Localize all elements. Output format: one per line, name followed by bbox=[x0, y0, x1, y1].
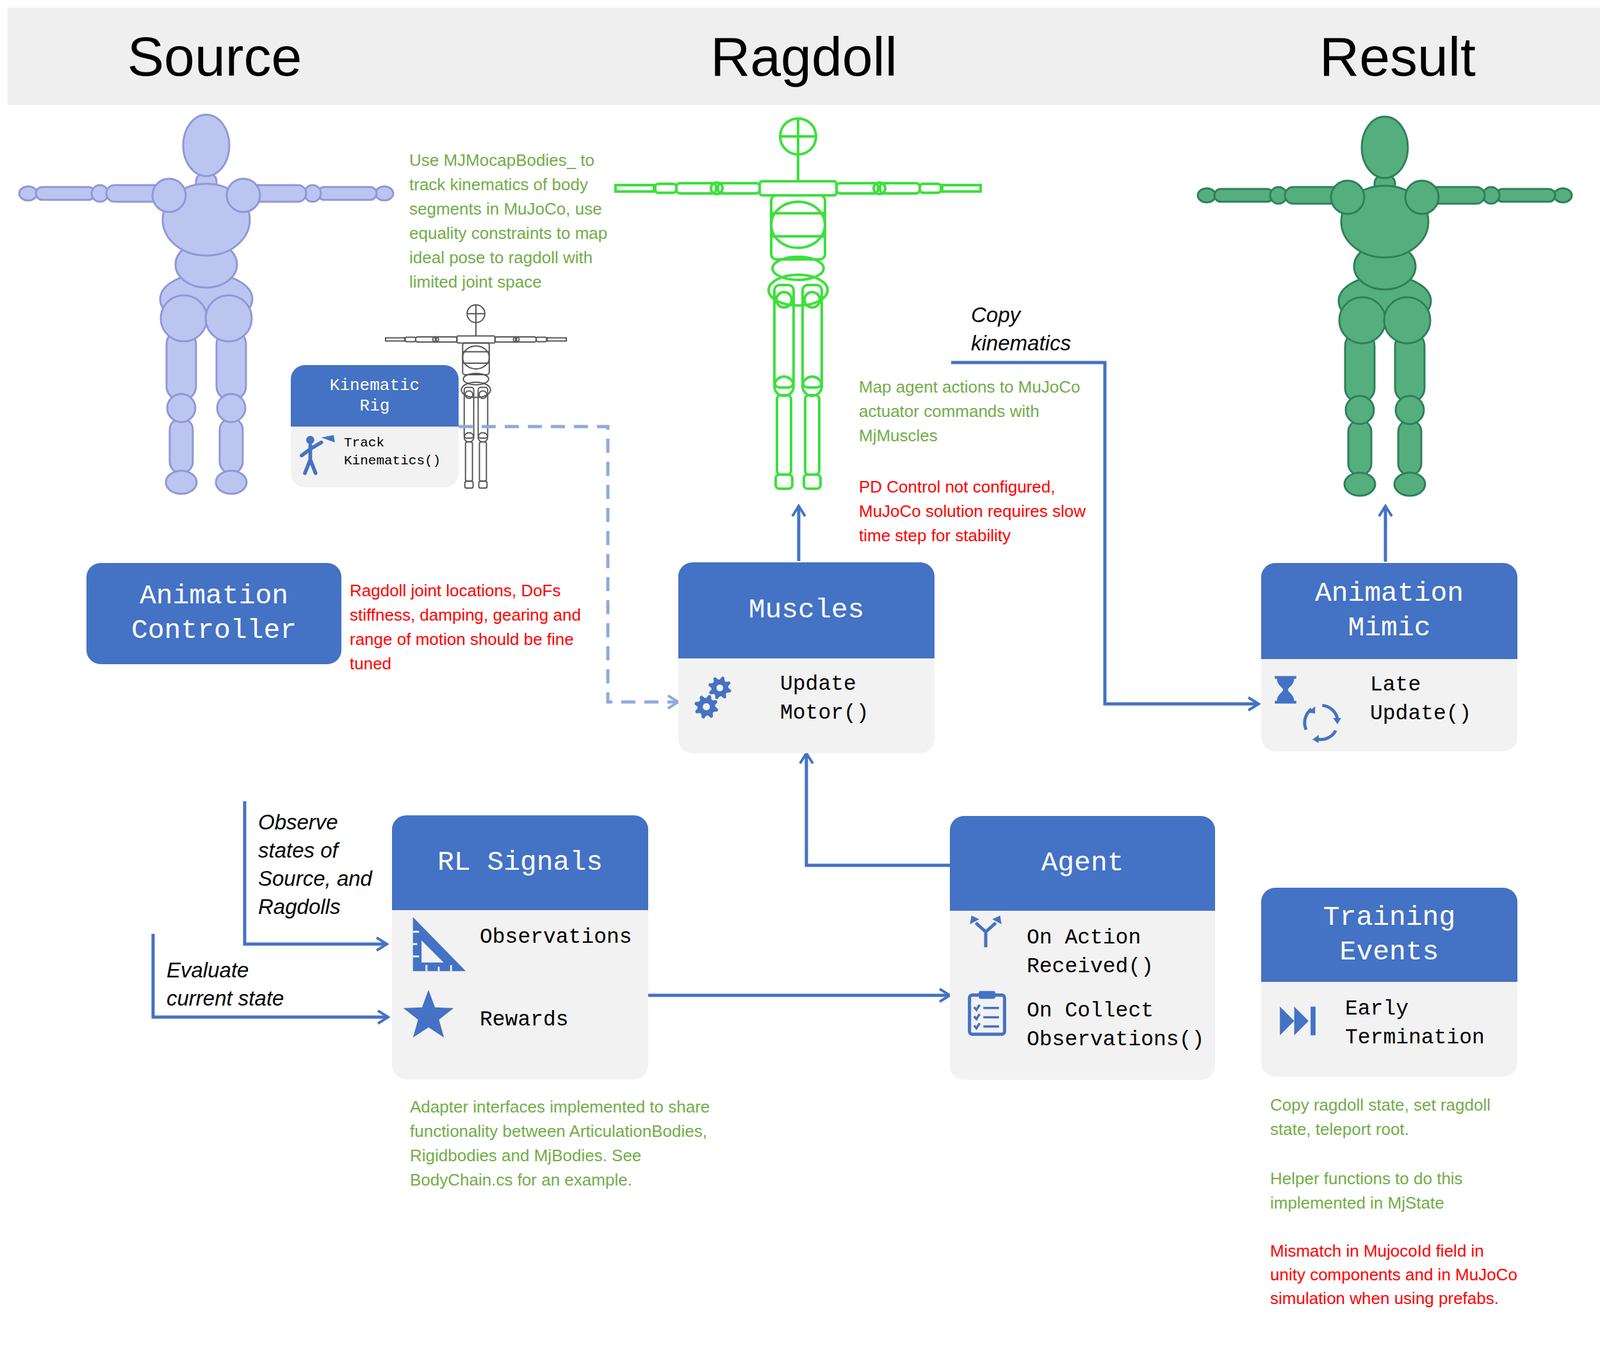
card-body: Update Motor() bbox=[678, 658, 935, 754]
component-card: MusclesUpdate Motor() bbox=[678, 562, 935, 754]
cycle-icon-part bbox=[1332, 718, 1342, 725]
flow-annotation: Evaluate current state bbox=[166, 956, 302, 1013]
branch-icon-part bbox=[975, 922, 996, 948]
ruler-icon-part bbox=[413, 917, 467, 972]
component-card: RL SignalsObservationsRewards bbox=[391, 815, 649, 1080]
card-title: Animation Mimic bbox=[1293, 576, 1486, 646]
gears-icon bbox=[691, 668, 736, 726]
clipboard-icon bbox=[963, 984, 1011, 1041]
person-icon-part bbox=[301, 442, 322, 474]
clipboard-icon-part bbox=[969, 995, 1005, 1035]
method-name: On Action Received() bbox=[1026, 924, 1213, 982]
branch-icon bbox=[956, 912, 1016, 948]
connector bbox=[648, 994, 950, 998]
card-title: RL Signals bbox=[437, 845, 603, 881]
design-note: Map agent actions to MuJoCo actuator com… bbox=[858, 374, 1102, 448]
person-icon bbox=[295, 430, 337, 480]
card-header: RL Signals bbox=[391, 815, 649, 911]
design-note: Copy ragdoll state, set ragdoll state, t… bbox=[1270, 1092, 1511, 1142]
card-header: Muscles bbox=[678, 562, 935, 659]
box-title: Animation Controller bbox=[105, 579, 323, 649]
arrow bbox=[153, 933, 389, 1018]
arrow bbox=[1384, 506, 1388, 562]
gears-icon-part bbox=[716, 684, 724, 692]
ff-icon-part bbox=[1310, 1006, 1316, 1036]
component-box: Animation Controller bbox=[86, 563, 342, 665]
design-note: Helper functions to do this implemented … bbox=[1270, 1166, 1511, 1216]
hourglass-icon-part bbox=[1274, 675, 1297, 704]
connector bbox=[458, 426, 679, 703]
component-card: Kinematic RigTrack Kinematics() bbox=[290, 365, 459, 488]
card-header: Kinematic Rig bbox=[290, 365, 459, 427]
card-body: On Action Received() On Collect Observati… bbox=[949, 910, 1216, 1080]
design-note: Mismatch in MujocoId field in unity comp… bbox=[1270, 1239, 1520, 1311]
connector bbox=[806, 753, 950, 866]
design-note: Ragdoll joint locations, DoFs stiffness,… bbox=[349, 578, 597, 676]
person-icon-part bbox=[321, 434, 335, 443]
result-mannequin bbox=[1197, 116, 1572, 496]
column-heading: Result bbox=[1319, 24, 1476, 89]
design-note: Adapter interfaces implemented to share … bbox=[409, 1094, 711, 1192]
card-header: Training Events bbox=[1261, 887, 1518, 982]
branch-icon-part bbox=[992, 915, 1002, 925]
ruler-icon-part bbox=[413, 931, 452, 972]
method-name: On Collect Observations() bbox=[1026, 997, 1213, 1055]
flow-annotation: Observe states of Source, and Ragdolls bbox=[258, 808, 380, 922]
component-card: Agent On Action Received() On Collect Obse… bbox=[949, 816, 1216, 1080]
column-heading: Ragdoll bbox=[710, 24, 898, 89]
design-note: Use MJMocapBodies_ to track kinematics o… bbox=[409, 147, 613, 294]
method-name: Rewards bbox=[479, 1006, 569, 1036]
card-title: Muscles bbox=[748, 593, 865, 628]
header-band: Source Ragdoll Result bbox=[7, 7, 1600, 106]
star-icon-part bbox=[403, 989, 455, 1038]
clipboard-icon-part bbox=[978, 990, 996, 999]
component-card: Training EventsEarly Termination bbox=[1261, 887, 1518, 1077]
method-name: Track Kinematics() bbox=[343, 434, 450, 471]
flow-annotation: Copy kinematics bbox=[971, 301, 1100, 358]
method-name: Observations bbox=[479, 923, 633, 953]
method-name: Early Termination bbox=[1345, 995, 1499, 1053]
column-heading: Source bbox=[127, 24, 303, 89]
method-name: Late Update() bbox=[1370, 671, 1499, 729]
cycle-icon-part bbox=[1312, 735, 1319, 744]
card-title: Kinematic Rig bbox=[320, 375, 430, 417]
component-card: Animation MimicLate Update() bbox=[1261, 563, 1518, 752]
cycle-icon-part bbox=[1304, 705, 1338, 740]
card-title: Agent bbox=[1040, 846, 1124, 881]
ff-icon bbox=[1270, 1000, 1327, 1042]
clipboard-icon-part bbox=[974, 1004, 1000, 1029]
method-name: Update Motor() bbox=[780, 670, 915, 728]
hourglass-icon bbox=[1270, 669, 1301, 711]
gears-icon-part bbox=[702, 703, 710, 711]
gears-icon-part bbox=[694, 694, 719, 719]
arrow bbox=[797, 506, 801, 562]
card-header: Agent bbox=[949, 816, 1216, 911]
design-note: PD Control not configured, MuJoCo soluti… bbox=[858, 474, 1102, 548]
ruler-icon bbox=[408, 913, 470, 975]
star-icon bbox=[400, 987, 457, 1043]
cycle-icon bbox=[1297, 700, 1346, 745]
card-body: Early Termination bbox=[1261, 981, 1518, 1077]
card-body: Late Update() bbox=[1261, 659, 1518, 752]
arrow bbox=[244, 801, 387, 945]
branch-icon-part bbox=[969, 915, 980, 925]
card-header: Animation Mimic bbox=[1261, 563, 1518, 660]
card-body: Track Kinematics() bbox=[290, 426, 459, 488]
cycle-icon-part-part bbox=[1316, 730, 1336, 740]
card-title: Training Events bbox=[1293, 900, 1486, 970]
cycle-icon-part bbox=[1307, 706, 1315, 714]
card-body: ObservationsRewards bbox=[391, 910, 649, 1080]
ff-icon-part bbox=[1279, 1006, 1309, 1036]
cycle-icon-part-part bbox=[1322, 705, 1338, 719]
gears-icon-part bbox=[708, 676, 732, 700]
person-icon-part bbox=[306, 436, 315, 445]
